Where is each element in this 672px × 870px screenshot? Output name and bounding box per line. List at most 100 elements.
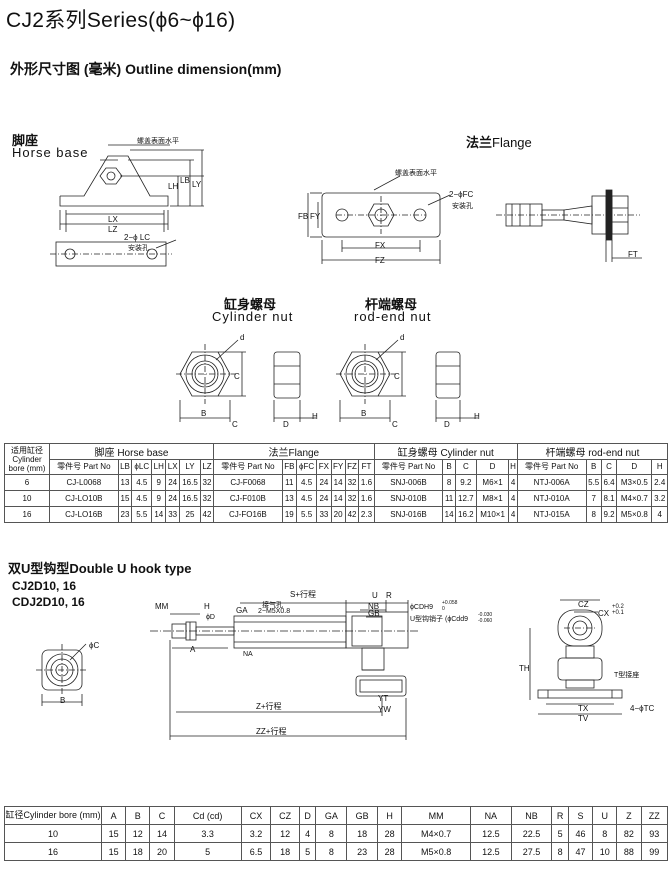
t2-col-header: GA — [315, 806, 348, 825]
table-cell: 4.5 — [295, 490, 318, 507]
t2-col-header: GB — [346, 806, 379, 825]
cylinder-nut-front-view — [176, 339, 246, 422]
rod-end-nut-side-view — [435, 351, 478, 422]
t2-col-header: 缸径Cylinder bore (mm) — [4, 806, 102, 825]
table-cell: 12 — [270, 824, 300, 843]
label-stroke-zz: ZZ+行程 — [256, 727, 287, 736]
table-cell: 3.3 — [173, 824, 242, 843]
flange-note-fc: 2−ϕFC — [449, 190, 474, 199]
dim-cz: CZ — [578, 600, 589, 609]
dim-mm: MM — [155, 602, 169, 611]
cylinder-side-view — [150, 600, 420, 740]
table-cell: 28 — [377, 824, 403, 843]
table-cell: 46 — [567, 824, 594, 843]
dim-fx: FX — [375, 241, 386, 250]
table-cell: 9.2 — [600, 506, 618, 523]
cylinder-nut-label-cn: 缸身螺母 — [224, 297, 277, 312]
table-cell: 22.5 — [510, 824, 553, 843]
table-cell: CJ-LO16B — [49, 506, 119, 523]
table-cell: 12.5 — [469, 824, 512, 843]
dim-phi-c: ϕC — [89, 641, 100, 650]
horse-base-front-view — [59, 144, 204, 232]
page-title: CJ2系列Series(ϕ6~ϕ16) — [6, 9, 236, 32]
t2-col-header: B — [125, 806, 151, 825]
dim-nut-dd: D — [283, 420, 289, 429]
dim-fz: FZ — [375, 256, 385, 265]
table-cell: 4 — [298, 824, 317, 843]
table-cell: 3.2 — [240, 824, 272, 843]
dim-h: H — [204, 602, 210, 611]
horse-base-note-hole: 安装孔 — [128, 245, 149, 252]
table-cell: 8 — [315, 842, 348, 861]
dim-rod-c2: C — [392, 420, 398, 429]
table-cell: 47 — [567, 842, 594, 861]
flange-front-view — [307, 175, 451, 264]
dim-nb: NB — [368, 602, 380, 611]
dim-b: B — [60, 696, 66, 705]
t2-col-header: A — [100, 806, 127, 825]
dim-a: A — [190, 645, 196, 654]
table-cell: M5×0.8 — [616, 506, 653, 523]
dim-rod-c: C — [394, 372, 400, 381]
t2-col-header: S — [567, 806, 594, 825]
table-cell: 10 — [4, 824, 102, 843]
table-cell: 8 — [315, 824, 348, 843]
accessory-table: 适用缸径 Cylinder bore (mm) 脚座 Horse base 法兰… — [4, 443, 669, 523]
outline-heading: 外形尺寸图 (毫米) Outline dimension(mm) — [10, 61, 282, 77]
table-cell: 18 — [125, 842, 151, 861]
table-cell: M10×1 — [475, 506, 510, 523]
t2-col-header: R — [551, 806, 569, 825]
table-cell: 8 — [592, 824, 618, 843]
label-port-thread: 2−M5X0.8 — [258, 608, 291, 615]
outline-drawings — [50, 144, 642, 422]
table-cell: 4 — [651, 506, 668, 523]
t2-col-header: CZ — [270, 806, 300, 825]
table-cell: 14 — [149, 824, 175, 843]
dim-ga: GA — [236, 606, 248, 615]
table-cell: 16 — [4, 842, 102, 861]
table-cell: 15 — [100, 842, 127, 861]
double-u-hook-drawing — [36, 599, 623, 740]
label-cx-tol-top: +0.2 — [612, 604, 624, 610]
table-cell: 10 — [592, 842, 618, 861]
table-cell: CJ-FO16B — [213, 506, 283, 523]
t2-col-header: MM — [401, 806, 471, 825]
table-cell: 23 — [117, 506, 133, 523]
table-cell: 25 — [179, 506, 201, 523]
dim-ft: FT — [628, 250, 638, 259]
table-cell: 6.5 — [240, 842, 272, 861]
table-cell: 18 — [346, 824, 379, 843]
table-cell: M5×0.8 — [401, 842, 471, 861]
table-cell: 32 — [199, 490, 215, 507]
dim-gb: GB — [368, 609, 380, 618]
dim-phi-d: ϕD — [206, 614, 215, 621]
table-cell: 14 — [442, 506, 456, 523]
table-cell: 23 — [346, 842, 379, 861]
dim-yt: YT — [378, 694, 389, 703]
table-cell: SNJ-016B — [373, 506, 444, 523]
dim-fy: FY — [310, 212, 321, 221]
t2-col-header: C — [149, 806, 175, 825]
table-cell: M3×0.5 — [616, 474, 653, 491]
table-cell: 18 — [270, 842, 300, 861]
dim-rod-b: B — [361, 409, 367, 418]
table-cell: 28 — [377, 842, 403, 861]
table-cell: 20 — [330, 506, 346, 523]
rod-end-nut-label-en: rod-end nut — [354, 309, 432, 324]
table-cell: 5 — [298, 842, 317, 861]
label-stroke-s: S+行程 — [290, 590, 317, 599]
t2-col-header: U — [592, 806, 618, 825]
dim-nut-b: B — [201, 409, 207, 418]
rod-end-nut-front-view — [336, 339, 406, 422]
dim-rod-dd: D — [444, 420, 450, 429]
dim-lb: LB — [180, 176, 190, 185]
dim-lx: LX — [108, 215, 118, 224]
t2-col-header: Z — [616, 806, 642, 825]
double-u-hook-heading: 双U型钩型Double U hook type — [8, 561, 192, 576]
table-cell: 42 — [199, 506, 215, 523]
t2-col-header: H — [377, 806, 403, 825]
